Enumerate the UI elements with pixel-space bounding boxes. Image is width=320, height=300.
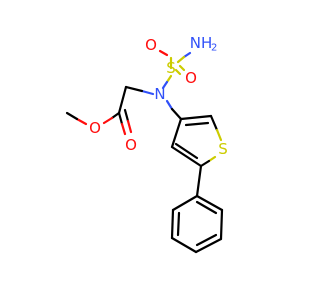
bond-c3-c2 [179,114,213,121]
thiophene-ring-bonds [170,114,223,168]
nh2-subscript: 2 [211,43,217,54]
n-thiophene-bond [165,99,183,121]
bond-s-n-amide [176,55,186,64]
atom-s-sulfonyl: S [166,59,176,77]
molecule-diagram: NH 2 S O O N O O S [65,34,228,254]
phenyl-bonds [170,164,224,254]
bond-c5-ph [195,164,203,198]
bond-n-c3-b [170,107,183,121]
bond-ph-4 [194,237,223,254]
atom-o-ester: O [89,119,101,137]
bond-c5-c4 [170,145,203,168]
bond-ph-6-inner [195,200,218,215]
sulfonamide-bonds [158,49,192,90]
bond-ph-3 [170,236,198,254]
atom-s-thiophene: S [218,140,228,158]
bond-ph-2 [170,208,175,240]
bond-o-methyl-a [75,117,88,126]
bond-ph-2-inner [176,211,181,237]
ester-chain-bonds [65,85,155,136]
bond-ph-5 [219,208,224,241]
bond-c-o-carbonyl-b1 [120,122,127,136]
bond-c4-c3 [170,117,183,149]
atom-o-sulfonyl-right: O [185,69,197,87]
bond-c5-c4-inner [174,142,199,160]
bond-s-c5-b [199,159,211,168]
bond-s-o-right-b [174,68,182,76]
bond-c-o-carbonyl-a2 [123,108,130,123]
bond-s-c5-a [207,155,217,163]
bond-n-s-amide [182,51,192,59]
bond-c-o-carbonyl-a1 [117,111,124,126]
bond-s-o-right-a [178,64,186,72]
bond-s-n-center-a [165,74,173,84]
bond-ph-1 [171,194,199,212]
nh2-label: NH [190,34,213,52]
bond-n-ch2-b [124,85,144,93]
atom-nh2: NH 2 [190,34,218,54]
atom-o-sulfonyl-left: O [145,36,157,54]
bond-c-o-carbonyl-b2 [126,119,133,134]
bond-c-o-ester-a [110,111,121,120]
atom-n-center: N [154,85,165,103]
molecule-structure: NH 2 S O O N O O S [65,34,228,254]
bond-ph-6 [195,194,224,212]
bond-ph-4-inner [195,233,218,247]
bond-ch2-c [117,85,128,115]
bond-n-c3-a [165,99,174,111]
atom-o-carbonyl: O [125,136,137,154]
bond-c2-s-b [215,128,223,142]
bond-c2-s-a [209,114,219,132]
bond-s-n-center-b [161,80,169,90]
bond-s-o-left-b [158,49,169,57]
bond-c-o-ester-b [102,116,114,125]
bond-o-methyl-b [65,111,79,121]
bond-n-ch2-a [140,89,155,96]
bond-c3-c2-inner [184,121,210,127]
